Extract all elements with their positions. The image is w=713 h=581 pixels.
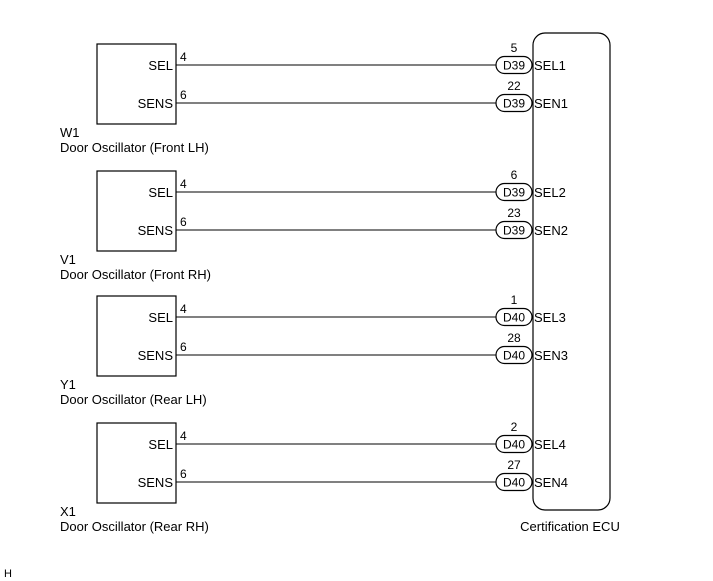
pin-signal-label: SENS [138,348,174,363]
connector-id: D40 [503,438,525,452]
connector-pill [495,345,533,365]
connector-id: D40 [503,349,525,363]
connector-pill [495,307,533,327]
connector-pill [495,182,533,202]
pin-number: 6 [180,467,187,481]
ecu-pin-number: 2 [511,420,518,434]
ecu-terminal-label: SEL4 [534,437,566,452]
ecu-pin-number: 5 [511,41,518,55]
ecu-terminal-label: SEN4 [534,475,568,490]
oscillator-box [96,170,177,252]
ecu-pin-number: 23 [507,206,521,220]
ecu-pin-number: 22 [507,79,521,93]
ecu-pin-number: 28 [507,331,521,345]
pin-signal-label: SEL [148,437,173,452]
ecu-pin-number: 1 [511,293,518,307]
connector-pill [495,220,533,240]
pin-signal-label: SENS [138,223,174,238]
connector-pill [495,434,533,454]
oscillator-box [96,295,177,377]
pin-signal-label: SEL [148,58,173,73]
connector-pill [495,55,533,75]
connector-id: D39 [503,224,525,238]
pin-signal-label: SEL [148,310,173,325]
ecu-pin-number: 6 [511,168,518,182]
connector-pill [495,472,533,492]
ecu-terminal-label: SEN2 [534,223,568,238]
connector-id: D39 [503,97,525,111]
connector-pill [495,93,533,113]
pin-number: 4 [180,302,187,316]
oscillator-box [96,422,177,504]
footer-mark: H [4,568,12,580]
ecu-terminal-label: SEN1 [534,96,568,111]
connector-id: D40 [503,476,525,490]
pin-number: 4 [180,429,187,443]
ecu-pin-number: 27 [507,458,521,472]
ecu-terminal-label: SEL1 [534,58,566,73]
pin-number: 6 [180,340,187,354]
oscillator-id-label: Y1 [60,377,76,392]
pin-signal-label: SEL [148,185,173,200]
pin-number: 4 [180,177,187,191]
oscillator-id-label: V1 [60,252,76,267]
oscillator-box [96,43,177,125]
pin-signal-label: SENS [138,96,174,111]
pin-number: 6 [180,88,187,102]
oscillator-name-label: Door Oscillator (Rear LH) [60,392,207,407]
pin-number: 4 [180,50,187,64]
oscillator-id-label: W1 [60,125,80,140]
oscillator-name-label: Door Oscillator (Rear RH) [60,519,209,534]
oscillator-id-label: X1 [60,504,76,519]
pin-number: 6 [180,215,187,229]
ecu-terminal-label: SEN3 [534,348,568,363]
oscillator-name-label: Door Oscillator (Front RH) [60,267,211,282]
ecu-terminal-label: SEL2 [534,185,566,200]
ecu-terminal-label: SEL3 [534,310,566,325]
connector-id: D39 [503,186,525,200]
connector-id: D39 [503,59,525,73]
connector-id: D40 [503,311,525,325]
pin-signal-label: SENS [138,475,174,490]
ecu-box [532,32,611,511]
ecu-name-label: Certification ECU [520,519,620,534]
oscillator-name-label: Door Oscillator (Front LH) [60,140,209,155]
